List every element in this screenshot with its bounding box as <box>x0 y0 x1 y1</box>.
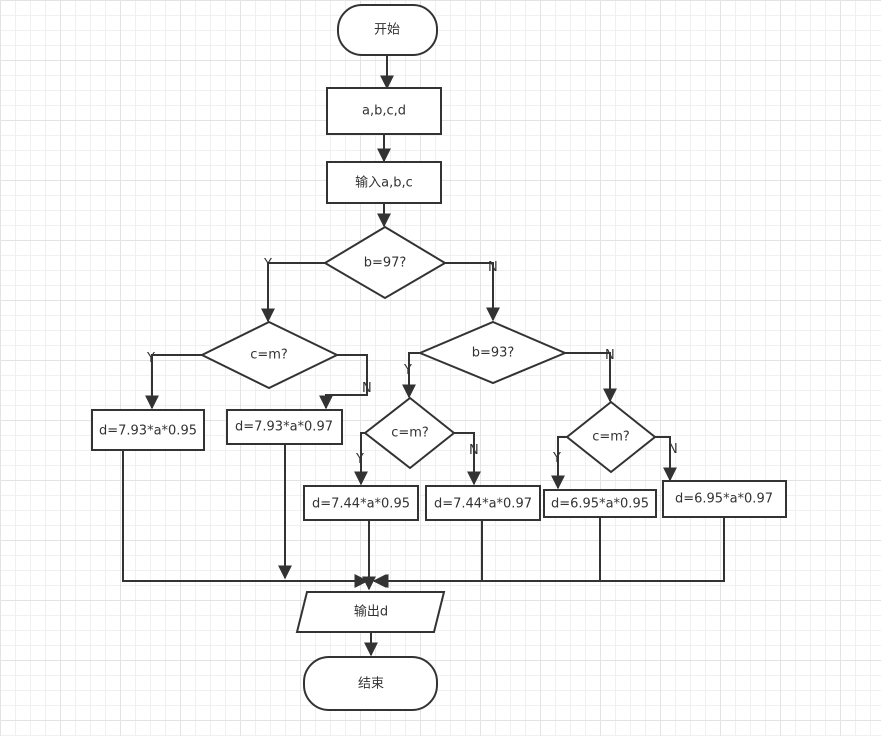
node-calc-695-97[interactable]: d=6.95*a*0.97 <box>662 480 787 518</box>
edge-labels: Y N Y N Y N Y N Y N <box>146 257 678 467</box>
node-end[interactable]: 结束 <box>303 656 438 711</box>
cond-c-mid-label: c=m? <box>391 426 429 441</box>
node-calc-793-97[interactable]: d=7.93*a*0.97 <box>226 409 343 445</box>
cond-c-left-label: c=m? <box>250 348 288 363</box>
calc-695-95-process-shape <box>543 489 657 518</box>
calc-744-97-label: d=7.44*a*0.97 <box>434 497 532 512</box>
edge-b93-yes <box>402 352 420 399</box>
edge-b97-no <box>445 262 500 322</box>
calc-793-95-label: d=7.93*a*0.95 <box>99 424 197 439</box>
calc-695-97-process-shape <box>662 480 787 518</box>
edge-c-left-no <box>319 354 368 410</box>
calc-695-95-label: d=6.95*a*0.95 <box>551 497 649 512</box>
label-b93-no: N <box>605 348 615 363</box>
label-c-mid-yes: Y <box>355 452 364 467</box>
calc-793-97-label: d=7.93*a*0.97 <box>235 420 333 435</box>
cond-b97-diamond <box>323 225 447 300</box>
cond-c-left-diamond <box>199 320 340 390</box>
label-b93-yes: Y <box>403 363 412 378</box>
calc-793-95-process-shape <box>91 409 205 451</box>
output-io-shape <box>295 591 446 633</box>
input-label: 输入a,b,c <box>355 175 413 191</box>
cond-c-right-label: c=m? <box>592 430 630 445</box>
edge-c-right-yes <box>551 436 567 490</box>
node-cond-c-left[interactable]: c=m? <box>199 320 340 390</box>
declare-process-shape <box>326 87 442 135</box>
start-terminal-shape <box>337 4 438 56</box>
edges <box>122 55 725 657</box>
end-terminal-shape <box>303 656 438 711</box>
cond-b93-diamond <box>417 320 568 385</box>
node-cond-b93[interactable]: b=93? <box>417 320 568 385</box>
node-cond-c-right[interactable]: c=m? <box>565 400 657 474</box>
input-process-shape <box>326 161 442 204</box>
node-calc-695-95[interactable]: d=6.95*a*0.95 <box>543 489 657 518</box>
edge-b93-no <box>565 352 617 403</box>
output-label: 输出d <box>354 604 388 620</box>
edge-merge-695-97 <box>374 517 725 588</box>
edge-c-left-yes <box>145 354 202 410</box>
edge-merge-744-97 <box>372 520 483 588</box>
cond-c-mid-diamond <box>363 396 456 470</box>
node-output[interactable]: 输出d <box>295 591 446 633</box>
node-cond-b97[interactable]: b=97? <box>323 225 447 300</box>
node-cond-c-mid[interactable]: c=m? <box>363 396 456 470</box>
edge-b97-yes <box>261 262 325 323</box>
node-start[interactable]: 开始 <box>337 4 438 56</box>
cond-b93-label: b=93? <box>472 346 515 361</box>
calc-744-95-label: d=7.44*a*0.95 <box>312 497 410 512</box>
calc-793-97-process-shape <box>226 409 343 445</box>
edge-merge-793-95 <box>122 450 369 588</box>
edge-c-mid-no <box>454 432 481 486</box>
calc-695-97-label: d=6.95*a*0.97 <box>675 492 773 507</box>
end-label: 结束 <box>358 677 384 692</box>
label-b97-yes: Y <box>263 257 272 272</box>
node-calc-793-95[interactable]: d=7.93*a*0.95 <box>91 409 205 451</box>
label-c-left-yes: Y <box>146 351 155 366</box>
node-calc-744-95[interactable]: d=7.44*a*0.95 <box>303 485 419 521</box>
cond-b97-label: b=97? <box>364 256 407 271</box>
label-c-left-no: N <box>362 381 372 396</box>
start-label: 开始 <box>374 23 400 38</box>
node-input[interactable]: 输入a,b,c <box>326 161 442 204</box>
label-c-mid-no: N <box>469 443 479 458</box>
label-c-right-no: N <box>668 442 678 457</box>
calc-744-95-process-shape <box>303 485 419 521</box>
declare-label: a,b,c,d <box>362 104 406 119</box>
edge-c-right-no <box>655 436 677 482</box>
node-declare[interactable]: a,b,c,d <box>326 87 442 135</box>
label-b97-no: N <box>488 260 498 275</box>
cond-c-right-diamond <box>565 400 657 474</box>
calc-744-97-process-shape <box>425 485 541 521</box>
label-c-right-yes: Y <box>552 451 561 466</box>
node-calc-744-97[interactable]: d=7.44*a*0.97 <box>425 485 541 521</box>
